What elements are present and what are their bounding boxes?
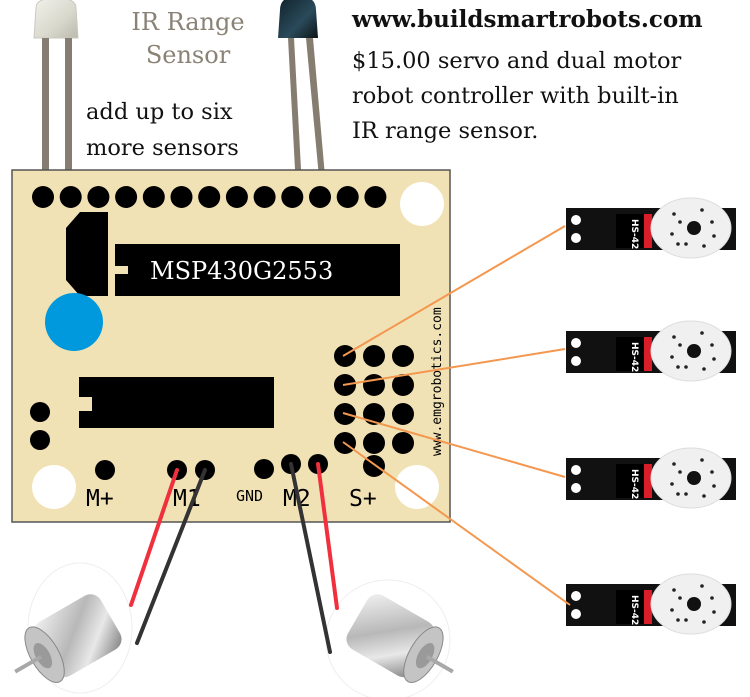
power-pad — [30, 430, 50, 450]
power-pad — [30, 402, 50, 422]
servo-pad — [392, 403, 414, 425]
header-pad — [142, 186, 165, 208]
motor-2-icon — [325, 579, 454, 697]
servo-pad — [363, 374, 385, 396]
desc-line2: robot controller with built-in — [352, 83, 679, 109]
servo-pad — [363, 345, 385, 367]
site-link[interactable]: www.buildsmartrobots.com — [352, 6, 703, 33]
add-sensors-line1: add up to six — [86, 99, 233, 125]
mount-hole — [400, 182, 444, 226]
header-pad — [225, 186, 248, 208]
pin-label-s-plus: S+ — [349, 486, 377, 512]
header-pad — [253, 186, 276, 208]
pad-gnd — [254, 459, 274, 479]
ir-emitter-icon — [33, 0, 79, 188]
sensor-label-line2: Sensor — [145, 41, 231, 69]
sensor-label-line1: IR Range — [131, 8, 245, 36]
servo-model: HS-422 — [629, 342, 639, 379]
voltage-regulator — [66, 212, 108, 296]
motor-1-icon — [14, 562, 133, 694]
servo-header-pads — [334, 345, 414, 477]
servo-pad — [363, 432, 385, 454]
header-pad — [87, 186, 110, 208]
header-pad — [170, 186, 193, 208]
pin-label-gnd: GND — [236, 487, 263, 505]
header-pad — [115, 186, 138, 208]
pin-label-m-plus: M+ — [86, 486, 114, 512]
ir-receiver-icon — [278, 0, 326, 188]
servo-pad — [392, 345, 414, 367]
motor-wires — [129, 462, 339, 654]
sensor-header-pads — [32, 186, 387, 208]
servo-wires — [342, 225, 571, 606]
servo-pad — [334, 345, 356, 367]
mount-hole — [395, 465, 439, 509]
status-led — [45, 293, 103, 351]
header-pad — [59, 186, 82, 208]
header-pad — [32, 186, 54, 208]
board-url: www.emgrobotics.com — [430, 307, 445, 456]
header-pad — [198, 186, 221, 208]
servo-model: HS-422 — [629, 595, 639, 632]
ir-sensor-label: IR Range Sensor — [128, 6, 248, 72]
servo-pad — [392, 432, 414, 454]
servo-icon: HS-422 — [566, 197, 736, 259]
header-pad — [309, 186, 331, 208]
servo-pad — [392, 374, 414, 396]
servo-model: HS-422 — [629, 219, 639, 256]
servo-model: HS-422 — [629, 469, 639, 506]
header-pad — [364, 186, 387, 208]
desc-line1: $15.00 servo and dual motor — [352, 48, 682, 74]
add-sensors-note: add up to six more sensors — [86, 94, 239, 166]
motor-driver-chip — [79, 377, 274, 428]
chip-label: MSP430G2553 — [150, 257, 333, 285]
add-sensors-line2: more sensors — [86, 135, 239, 161]
servo-icon: HS-422 — [566, 320, 736, 382]
pad-m-plus — [95, 460, 115, 480]
header-pad — [281, 186, 304, 208]
product-description: $15.00 servo and dual motor robot contro… — [352, 44, 681, 149]
servo-icon: HS-422 — [566, 447, 736, 509]
msp430-chip — [115, 244, 400, 296]
mount-hole — [32, 465, 76, 509]
desc-line3: IR range sensor. — [352, 118, 539, 144]
header-pad — [336, 186, 359, 208]
servo-icon: HS-422 — [566, 573, 736, 635]
